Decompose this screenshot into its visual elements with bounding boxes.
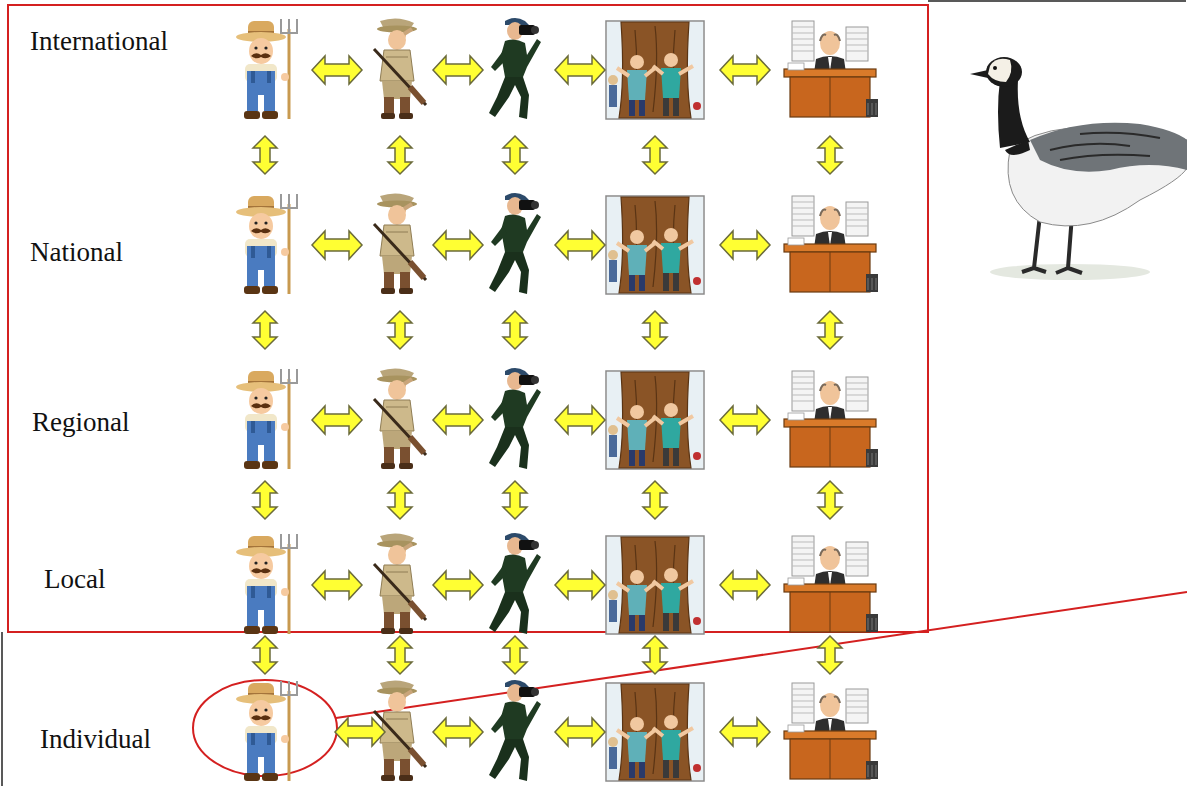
goose-illustration: [970, 57, 1187, 280]
level-label: Regional: [32, 408, 129, 438]
level-label: Local: [44, 565, 105, 595]
level-label: International: [30, 27, 168, 57]
level-label: Individual: [40, 725, 151, 755]
level-label: National: [30, 238, 123, 268]
